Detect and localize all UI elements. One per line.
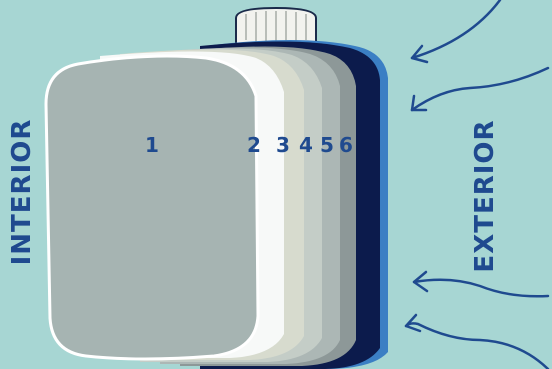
arrow-3 (412, 270, 550, 298)
layer-6-number: 6 (339, 133, 353, 157)
exterior-label: EXTERIOR (470, 119, 500, 272)
interior-label: INTERIOR (7, 119, 37, 266)
layer-1-number: 1 (145, 133, 159, 157)
layer-5-number: 5 (320, 133, 334, 157)
arrow-2 (410, 66, 550, 112)
layer-1 (44, 54, 260, 361)
bottle-cap (235, 6, 317, 45)
layer-2-number: 2 (247, 133, 261, 157)
layer-4-number: 4 (299, 133, 313, 157)
arrow-1 (410, 0, 502, 64)
layer-3-number: 3 (276, 133, 290, 157)
arrow-4 (404, 313, 550, 369)
